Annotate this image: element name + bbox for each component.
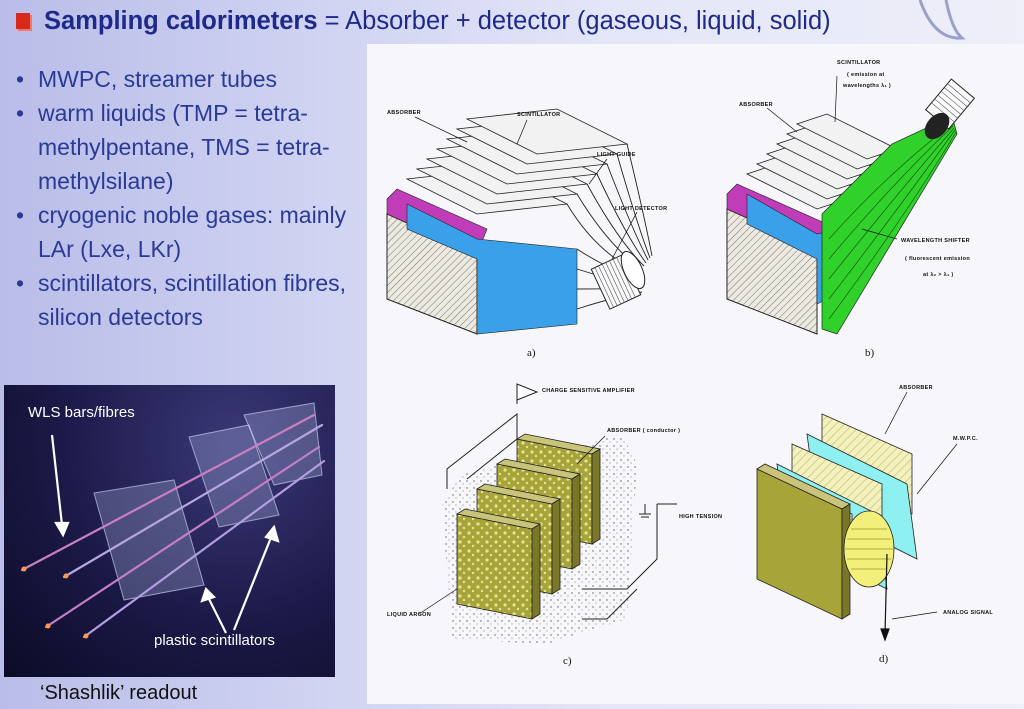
bullet-item: scintillators, scintillation fibres, sil… [14, 266, 359, 334]
title-bullet-icon [16, 13, 30, 29]
shashlik-illustration: WLS bars/fibres plastic scintillators [20, 402, 326, 649]
label-plastic-scintillators: plastic scintillators [154, 632, 275, 649]
arrow-head-icon [200, 586, 217, 603]
label-c-amplifier: CHARGE SENSITIVE AMPLIFIER [542, 388, 635, 394]
photo-caption: ‘Shashlik’ readout [40, 682, 198, 704]
label-d-mwpc: M.W.P.C. [953, 436, 978, 442]
sublabel-d: d) [879, 653, 889, 665]
sublabel-b: b) [865, 347, 875, 359]
bullet-item: cryogenic noble gases: mainly LAr (Lxe, … [14, 198, 359, 266]
wls-fibre [82, 459, 326, 639]
label-a-light-guide: LIGHT GUIDE [597, 152, 636, 158]
bullet-item: MWPC, streamer tubes [14, 62, 359, 96]
diagram-d: ABSORBER M.W.P.C. ANALOG SIGNAL d) [756, 385, 993, 665]
label-b-shifter: WAVELENGTH SHIFTER [901, 238, 970, 244]
label-d-absorber: ABSORBER [899, 385, 933, 391]
diagram-a: ABSORBER SCINTILLATOR LIGHT GUIDE LIGHT … [386, 108, 667, 359]
calorimeter-diagrams: ABSORBER SCINTILLATOR LIGHT GUIDE LIGHT … [367, 44, 1024, 704]
wls-fibre [20, 413, 316, 572]
shashlik-photo: WLS bars/fibres plastic scintillators [4, 385, 335, 677]
slide-title: Sampling calorimeters = Absorber + detec… [16, 2, 831, 40]
label-b-shifter-note1: ( fluorescent emission [905, 256, 970, 262]
corner-swoosh-icon [918, 0, 966, 40]
label-b-shifter-note2: at λ₂ > λ₁ ) [923, 272, 953, 278]
label-b-absorber: ABSORBER [739, 102, 773, 108]
sublabel-a: a) [527, 347, 536, 359]
label-b-scint-note2: wavelengths λ₁ ) [842, 83, 891, 89]
wls-fibre [62, 423, 324, 579]
label-wls-bars: WLS bars/fibres [28, 404, 135, 421]
diagram-b: ABSORBER SCINTILLATOR ( emission at wave… [726, 60, 976, 359]
bullet-list: MWPC, streamer tubes warm liquids (TMP =… [14, 62, 359, 334]
scintillator-plate [93, 479, 205, 601]
wls-fibre [44, 445, 321, 629]
diagrams-svg: ABSORBER SCINTILLATOR LIGHT GUIDE LIGHT … [386, 60, 993, 667]
label-a-absorber: ABSORBER [387, 110, 421, 116]
label-c-high-tension: HIGH TENSION [679, 514, 722, 520]
diagram-c: CHARGE SENSITIVE AMPLIFIER ABSORBER ( co… [387, 383, 722, 667]
arrow-head-icon [54, 521, 70, 538]
sublabel-c: c) [563, 655, 572, 667]
title-rest: = Absorber + detector (gaseous, liquid, … [317, 6, 831, 35]
arrow-head-icon [264, 524, 280, 543]
label-b-scintillator: SCINTILLATOR [837, 60, 880, 66]
arrow-wls [50, 434, 64, 526]
scintillator-plate [243, 402, 323, 486]
arrow-plastic-1 [232, 534, 274, 631]
label-c-liquid-argon: LIQUID ARGON [387, 612, 431, 618]
label-a-scintillator: SCINTILLATOR [517, 112, 560, 118]
label-b-scint-note1: ( emission at [847, 72, 885, 78]
label-a-light-detector: LIGHT DETECTOR [615, 206, 667, 212]
title-bold: Sampling calorimeters [44, 6, 318, 35]
label-c-absorber: ABSORBER ( conductor ) [607, 428, 680, 434]
arrow-plastic-2 [207, 596, 227, 634]
label-d-analog-signal: ANALOG SIGNAL [943, 610, 993, 616]
bullet-item: warm liquids (TMP = tetra-methylpentane,… [14, 96, 359, 198]
